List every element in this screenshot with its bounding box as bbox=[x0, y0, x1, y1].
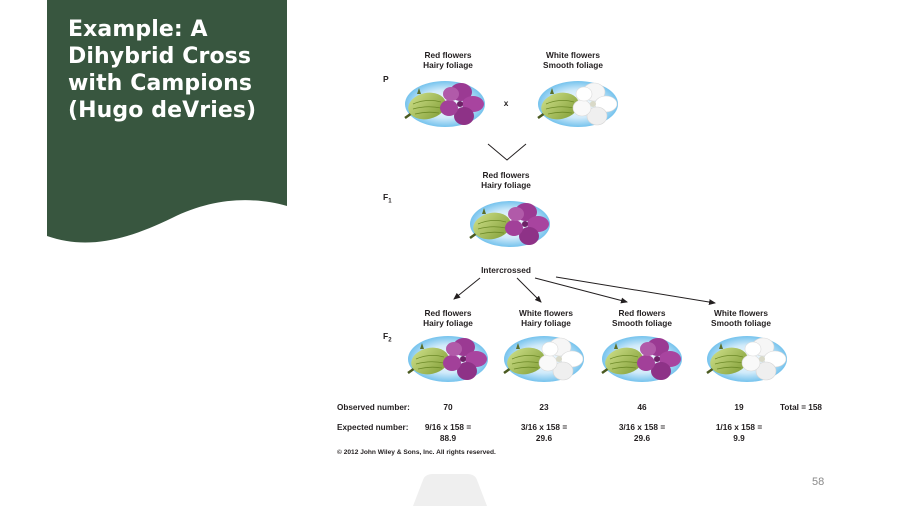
arrow-to-white-smooth bbox=[555, 276, 716, 305]
f2-red-hairy-plant bbox=[406, 334, 490, 384]
title-panel: Example: A Dihybrid Cross with Campions … bbox=[47, 0, 287, 250]
observed-2: 23 bbox=[539, 402, 549, 412]
expected-label: Expected number: bbox=[337, 423, 409, 432]
f1-plant bbox=[468, 199, 552, 249]
expected-2: 3/16 x 158 =29.6 bbox=[520, 422, 568, 443]
expected-3: 3/16 x 158 =29.6 bbox=[618, 422, 666, 443]
f2-red-smooth-plant bbox=[600, 334, 684, 384]
bottom-tab-decoration bbox=[413, 474, 487, 506]
gen-label-p: P bbox=[383, 74, 389, 84]
p-red-hairy-plant bbox=[403, 79, 487, 129]
observed-1: 70 bbox=[443, 402, 453, 412]
expected-1: 9/16 x 158 =88.9 bbox=[424, 422, 472, 443]
p-white-smooth-plant bbox=[536, 79, 620, 129]
cross-symbol: x bbox=[503, 98, 509, 108]
observed-4: 19 bbox=[734, 402, 744, 412]
f2-white-smooth-plant bbox=[705, 334, 789, 384]
arrow-to-red-smooth bbox=[534, 277, 628, 304]
arrow-to-red-hairy bbox=[453, 277, 481, 300]
gen-label-f1: F1 bbox=[383, 192, 392, 205]
slide-title: Example: A Dihybrid Cross with Campions … bbox=[68, 17, 257, 123]
total-label: Total = 158 bbox=[780, 403, 822, 412]
copyright-notice: © 2012 John Wiley & Sons, Inc. All right… bbox=[337, 449, 496, 456]
cross-arrow bbox=[487, 143, 527, 161]
expected-4: 1/16 x 158 =9.9 bbox=[715, 422, 763, 443]
title-panel-background bbox=[47, 0, 287, 243]
intercrossed-label: Intercrossed bbox=[481, 265, 531, 275]
f2-white-hairy-plant bbox=[502, 334, 586, 384]
page-number: 58 bbox=[812, 476, 825, 488]
observed-label: Observed number: bbox=[337, 403, 410, 412]
gen-label-f2: F2 bbox=[383, 331, 392, 344]
observed-3: 46 bbox=[637, 402, 647, 412]
arrow-to-white-hairy bbox=[516, 277, 542, 303]
